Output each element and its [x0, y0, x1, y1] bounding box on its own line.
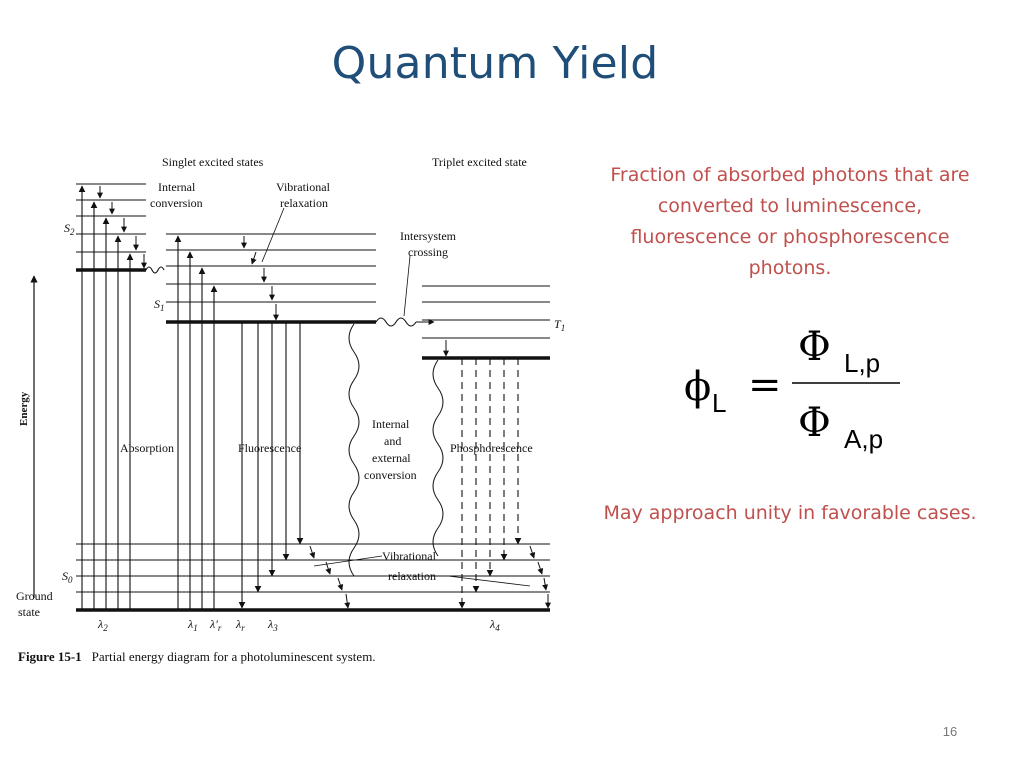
label-vib-bottom-2: relaxation — [388, 569, 436, 583]
lambda-r-sub: r — [241, 623, 245, 633]
label-int-ext-3: external — [372, 451, 411, 465]
lambda-1p-sub: r — [218, 623, 222, 633]
s2-levels — [76, 183, 146, 253]
caption-bold: Figure 15-1 — [18, 649, 82, 664]
svg-text:λr: λr — [235, 617, 245, 633]
lambda-1-sub: 1 — [193, 623, 198, 633]
label-internal-conversion-2: conversion — [150, 196, 203, 210]
svg-text:λ′r: λ′r — [209, 617, 222, 633]
formula-equals: = — [748, 362, 782, 408]
page-number: 16 — [942, 724, 958, 739]
label-intersystem-1: Intersystem — [400, 229, 457, 243]
label-s1-sub: 1 — [160, 303, 165, 313]
s2-relaxation-arrows — [97, 186, 147, 269]
fluorescence-arrows — [238, 322, 304, 609]
lambda-2: λ — [97, 617, 103, 631]
label-s0: S — [62, 569, 68, 583]
label-s0-sub: 0 — [68, 575, 73, 585]
label-energy: Energy — [18, 391, 30, 426]
label-fluorescence: Fluorescence — [238, 441, 301, 455]
energy-diagram: Singlet excited states Triplet excited s… — [16, 155, 565, 664]
conversion-squiggle-right — [432, 359, 444, 557]
conversion-squiggle-left — [348, 323, 360, 577]
s1-relaxation-arrows — [241, 236, 279, 321]
absorption-arrows — [78, 185, 218, 610]
definition-note: Fraction of absorbed photons that are co… — [610, 164, 970, 279]
label-int-ext-1: Internal — [372, 417, 410, 431]
svg-text:λ2: λ2 — [97, 617, 108, 633]
lambda-1: λ — [187, 617, 193, 631]
label-t1-sub: 1 — [561, 323, 566, 333]
label-int-ext-4: conversion — [364, 468, 417, 482]
label-vibrational-1: Vibrational — [276, 180, 331, 194]
label-ground-1: Ground — [16, 589, 53, 603]
label-int-ext-2: and — [384, 434, 401, 448]
lambda-3-sub: 3 — [272, 623, 278, 633]
svg-text:S2: S2 — [64, 221, 75, 237]
label-ground-2: state — [18, 605, 40, 619]
label-phosphorescence: Phosphorescence — [450, 441, 533, 455]
label-s2-sub: 2 — [70, 227, 75, 237]
label-triplet: Triplet excited state — [432, 155, 527, 169]
slide-title: Quantum Yield — [331, 38, 659, 89]
internal-conversion-squiggle — [145, 266, 165, 274]
s0-levels — [76, 543, 550, 593]
caption-text: Partial energy diagram for a photolumine… — [92, 649, 376, 664]
lambda-4-sub: 4 — [495, 623, 500, 633]
label-s2: S — [64, 221, 70, 235]
label-s1: S — [154, 297, 160, 311]
quantum-yield-formula: ϕ L = Φ L,p Φ A,p — [684, 324, 900, 454]
lambda-r: λ — [235, 617, 241, 631]
lambda-1p: λ′ — [209, 617, 218, 631]
label-vibrational-2: relaxation — [280, 196, 328, 210]
s1-levels — [166, 233, 376, 303]
svg-text:λ1: λ1 — [187, 617, 198, 633]
lambda-2-sub: 2 — [103, 623, 108, 633]
formula-num-sub: L,p — [844, 348, 880, 378]
formula-den-symbol: Φ — [798, 400, 831, 446]
leader-lines — [261, 207, 531, 587]
label-intersystem-2: crossing — [408, 245, 448, 259]
label-internal-conversion-1: Internal — [158, 180, 196, 194]
formula-lhs-sub: L — [712, 388, 726, 418]
formula-lhs-symbol: ϕ — [684, 364, 711, 410]
svg-text:S1: S1 — [154, 297, 165, 313]
lambda-4: λ — [489, 617, 495, 631]
label-vib-bottom-1: Vibrational — [382, 549, 437, 563]
label-singlet: Singlet excited states — [162, 155, 264, 169]
t1-levels — [422, 285, 550, 339]
intersystem-crossing-squiggle — [375, 317, 417, 327]
phosphorescence-arrows — [458, 358, 522, 609]
label-absorption: Absorption — [120, 441, 174, 455]
lambda-3: λ — [267, 617, 273, 631]
formula-den-sub: A,p — [844, 424, 883, 454]
svg-text:S0: S0 — [62, 569, 73, 585]
svg-text:λ3: λ3 — [267, 617, 278, 633]
favorable-note: May approach unity in favorable cases. — [603, 502, 977, 524]
s0-relaxation-arrows — [309, 545, 551, 609]
label-t1: T — [554, 317, 562, 331]
svg-text:T1: T1 — [554, 317, 565, 333]
svg-text:λ4: λ4 — [489, 617, 500, 633]
formula-num-symbol: Φ — [798, 324, 831, 370]
